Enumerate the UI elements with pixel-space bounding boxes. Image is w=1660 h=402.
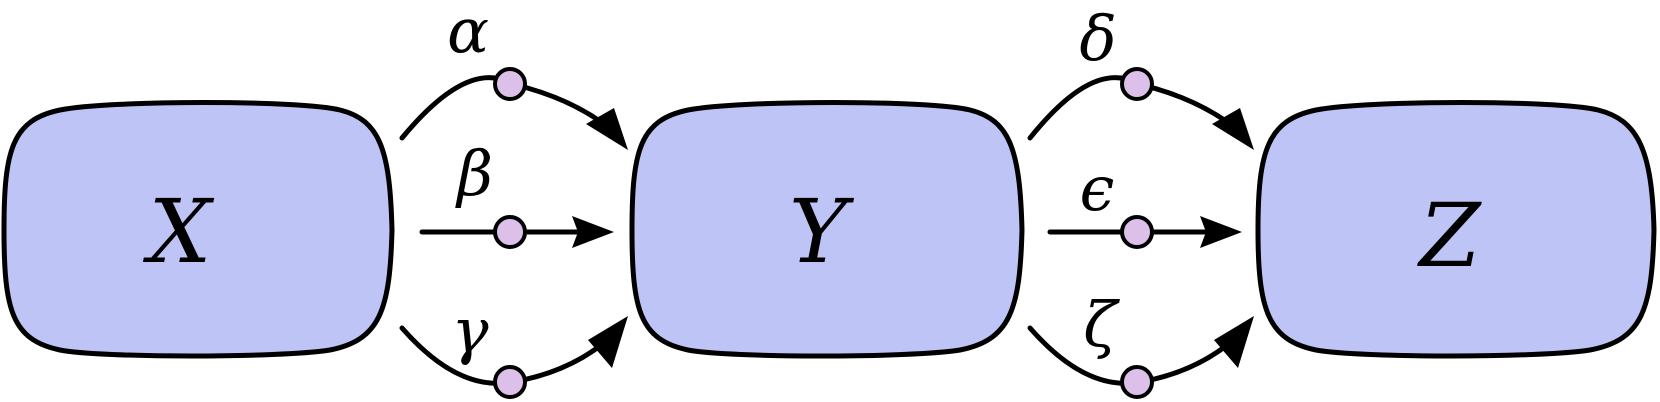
edge-beta: β	[419, 137, 614, 249]
node-y: Y	[629, 100, 1025, 359]
node-x: X	[1, 100, 395, 359]
node-y-box	[629, 100, 1025, 359]
edge-gamma-label: γ	[451, 294, 489, 367]
edge-alpha-label: α	[447, 0, 489, 67]
edge-alpha: α	[399, 0, 628, 150]
edge-beta-label: β	[455, 137, 493, 210]
node-y-label: Y	[789, 180, 855, 283]
node-x-box	[1, 100, 395, 359]
edge-zeta-dot	[1120, 365, 1154, 399]
node-z: Z	[1255, 100, 1657, 359]
node-z-box	[1255, 100, 1657, 359]
edge-zeta-label: ζ	[1083, 288, 1120, 361]
edge-epsilon: ϵ	[1047, 152, 1242, 249]
edge-beta-dot	[493, 215, 527, 249]
edge-delta-arrowhead	[1212, 108, 1254, 150]
node-x-label: X	[143, 180, 215, 283]
edge-delta-dot	[1120, 67, 1154, 101]
edge-gamma-arrowhead	[588, 316, 628, 368]
edge-epsilon-arrowhead	[1200, 216, 1242, 248]
edge-epsilon-label: ϵ	[1080, 152, 1115, 225]
edge-alpha-arrowhead	[586, 108, 628, 150]
edge-alpha-dot	[493, 67, 527, 101]
edge-gamma: γ	[399, 294, 628, 399]
edge-delta-label: δ	[1079, 2, 1116, 75]
edge-beta-arrowhead	[572, 216, 614, 248]
edge-gamma-dot	[493, 365, 527, 399]
edge-zeta-arrowhead	[1214, 316, 1254, 368]
node-z-label: Z	[1416, 184, 1482, 287]
edge-zeta: ζ	[1027, 288, 1254, 399]
edge-delta: δ	[1027, 2, 1254, 150]
edge-epsilon-dot	[1120, 215, 1154, 249]
